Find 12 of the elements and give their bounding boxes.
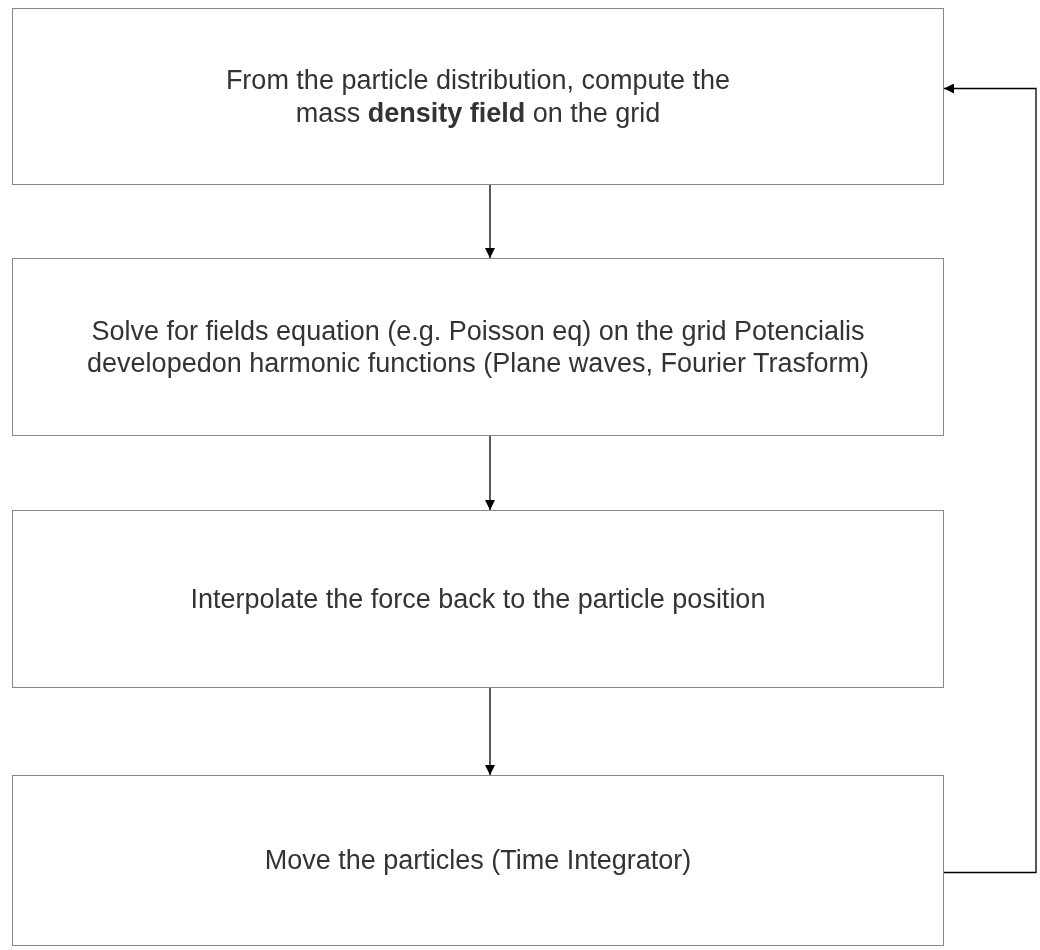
process-box bbox=[12, 775, 944, 946]
process-box bbox=[12, 510, 944, 688]
arrow bbox=[485, 687, 495, 776]
arrow bbox=[485, 435, 495, 511]
process-box bbox=[12, 8, 944, 185]
step-text: Solve for fields equation (e.g. Poisson eq) on the grid Potencialis developedon harmonic functions (Plane waves, Fourier Trasform) bbox=[86, 314, 870, 380]
step-text: From the particle distribution, compute the mass density field on the grid bbox=[224, 64, 732, 129]
step-text: Move the particles (Time Integrator) bbox=[264, 844, 692, 877]
arrow bbox=[943, 83, 1037, 874]
arrow bbox=[485, 184, 495, 259]
process-box bbox=[12, 258, 944, 436]
step-text: Interpolate the force back to the particle position bbox=[190, 582, 766, 616]
